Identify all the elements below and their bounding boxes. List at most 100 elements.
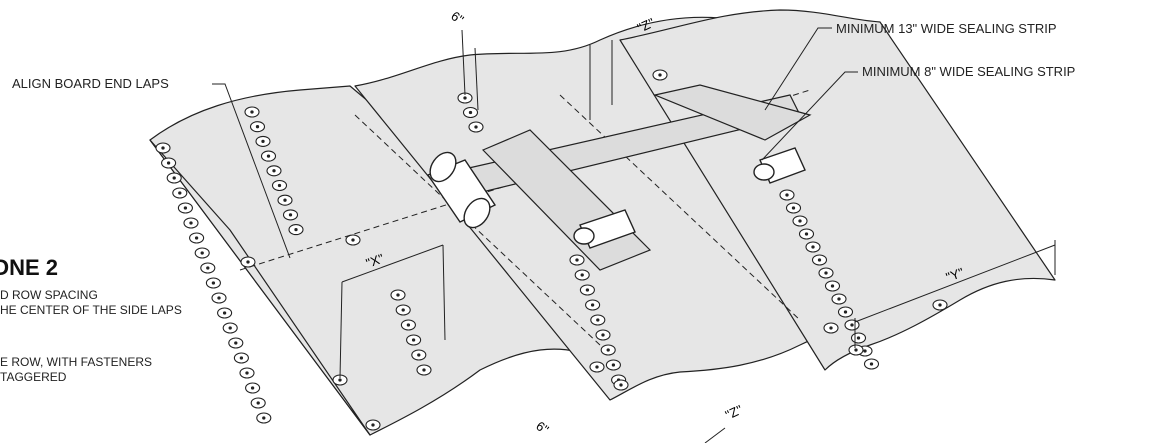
- fastener-center: [217, 296, 221, 300]
- fastener-center: [194, 236, 199, 240]
- zone-note-3: E ROW, WITH FASTENERS: [0, 355, 153, 369]
- fastener-center: [824, 271, 828, 275]
- roller-2: [573, 209, 636, 249]
- dim-y: "Y": [944, 264, 966, 284]
- dim-6-bottom: 6": [533, 418, 552, 437]
- fastener-center: [580, 273, 584, 277]
- fastener-center: [804, 232, 809, 236]
- fastener-center: [837, 297, 841, 301]
- dashed-edge-1: [354, 114, 601, 346]
- front-left-board: [149, 139, 371, 436]
- leader-strip8: [761, 71, 858, 161]
- fastener-center: [246, 260, 250, 264]
- fastener-center: [785, 193, 789, 197]
- roller-1: [426, 151, 497, 229]
- fastener-center: [601, 333, 605, 337]
- dim-line-x-b: [442, 244, 446, 341]
- fastener-center: [256, 401, 260, 405]
- fastener-center: [189, 221, 193, 225]
- fastener-center: [606, 348, 610, 352]
- fastener-center: [172, 176, 176, 180]
- fastener-center: [938, 303, 942, 307]
- fastener-center: [406, 323, 411, 327]
- fastener-center: [575, 258, 579, 262]
- fastener-center: [463, 96, 467, 100]
- leader-strip13: [764, 27, 832, 111]
- dim-line-y-horizontal: [854, 244, 1056, 323]
- fastener-center: [468, 110, 473, 115]
- fastener-center: [161, 146, 165, 150]
- fastener-center: [262, 416, 266, 420]
- fastener-center: [272, 169, 276, 173]
- fastener-center: [250, 110, 254, 114]
- roller-3: [753, 147, 806, 184]
- fastener-center: [422, 368, 426, 372]
- fastener-center: [183, 206, 188, 210]
- leader-align: [212, 83, 291, 259]
- fastener-center: [791, 206, 796, 210]
- fastener-center: [619, 383, 623, 387]
- fastener-center: [401, 308, 405, 312]
- fastener-center: [817, 258, 822, 262]
- fastener-center: [590, 303, 595, 307]
- fastener-center: [277, 183, 282, 188]
- fastener-center: [228, 326, 232, 330]
- dim-z-bottom: "Z": [723, 402, 745, 423]
- dim-x: "X": [364, 250, 386, 270]
- fastener-center: [411, 338, 416, 342]
- fastener-center: [869, 362, 874, 366]
- dim-line-6-top-b: [474, 47, 479, 111]
- zone-note-1: D ROW SPACING: [0, 288, 98, 302]
- fastener-center: [856, 336, 861, 340]
- fastener-center: [338, 378, 342, 382]
- fastener-center: [245, 371, 249, 375]
- fastener-center: [798, 219, 802, 223]
- fastener-center: [250, 386, 255, 390]
- fastener-center: [283, 198, 287, 202]
- fastener-center: [829, 326, 833, 330]
- dim-z-top: "Z": [635, 15, 657, 36]
- fastener-center: [211, 281, 216, 285]
- dim-line-x-a: [339, 281, 343, 379]
- fastener-center: [843, 310, 848, 314]
- fastener-center: [811, 245, 815, 249]
- fastener-center: [396, 293, 400, 297]
- fastener-center: [850, 323, 854, 327]
- zone-title: ONE 2: [0, 255, 59, 280]
- fastener-center: [255, 125, 260, 129]
- fastener-center: [830, 284, 835, 288]
- fastener-center: [178, 191, 182, 195]
- zone-note-2: HE CENTER OF THE SIDE LAPS: [0, 303, 182, 317]
- fastener-center: [854, 348, 858, 352]
- dim-6-top: 6": [448, 8, 467, 27]
- fastener-center: [234, 341, 238, 345]
- fastener-center: [239, 356, 244, 360]
- fastener-center: [288, 213, 293, 217]
- label-13-strip: MINIMUM 13" WIDE SEALING STRIP: [836, 21, 1057, 36]
- fastener-center: [863, 349, 867, 353]
- zone-note-4: TAGGERED: [0, 370, 67, 384]
- dim-line-z-bottom: [704, 427, 726, 444]
- fastener-center: [222, 311, 227, 315]
- sealing-strip-8-b: [652, 84, 812, 141]
- dashed-edge-2: [559, 94, 801, 321]
- fastener-center: [294, 227, 298, 232]
- fastener-center: [351, 238, 355, 242]
- fastener-center: [585, 288, 590, 292]
- fastener-center: [417, 353, 421, 357]
- fastener-center: [658, 73, 662, 77]
- fastener-center: [371, 423, 375, 427]
- fastener-center: [206, 266, 210, 270]
- label-align-board-end-laps: ALIGN BOARD END LAPS: [12, 76, 169, 91]
- fastener-center: [166, 161, 171, 165]
- fastener-center: [261, 139, 265, 144]
- fastener-center: [611, 363, 616, 367]
- fastener-center: [266, 154, 271, 158]
- dim-line-x-horizontal: [341, 244, 444, 283]
- dim-line-6-top-a: [461, 29, 466, 96]
- fastener-center: [595, 365, 599, 369]
- label-8-strip: MINIMUM 8" WIDE SEALING STRIP: [862, 64, 1076, 79]
- fastener-center: [200, 251, 204, 255]
